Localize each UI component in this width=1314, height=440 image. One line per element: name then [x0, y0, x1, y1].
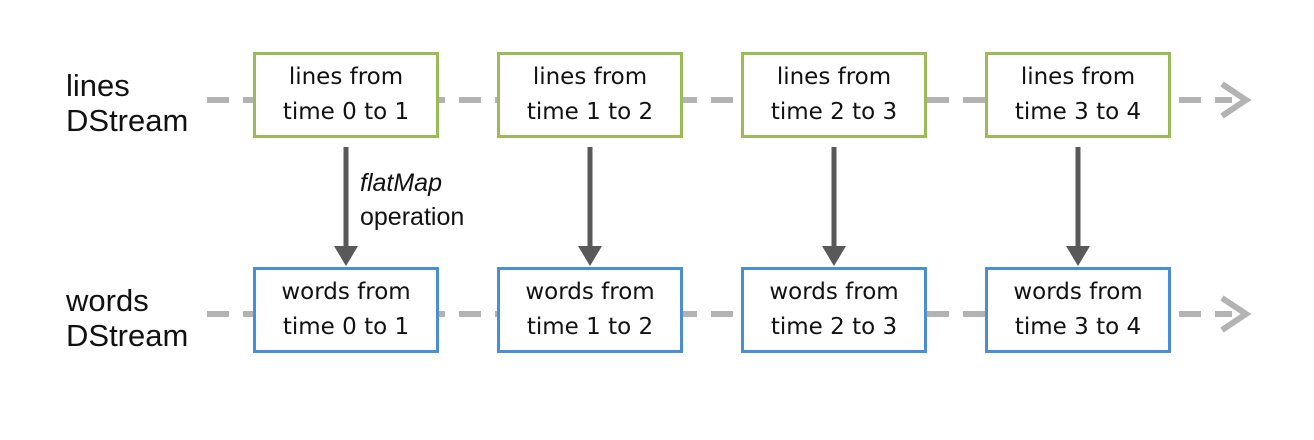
operation-name: flatMap — [360, 169, 442, 197]
lines-batch-1-line1: lines from — [532, 64, 648, 90]
words-label-line1: words — [66, 283, 149, 318]
lines-batch-0-line2: time 0 to 1 — [282, 99, 410, 125]
words-label-line2: DStream — [66, 318, 189, 353]
transform-arrow-0 — [334, 147, 358, 266]
words-batch-3: words from time 3 to 4 — [985, 267, 1171, 353]
lines-batch-2-line1: lines from — [776, 64, 892, 90]
lines-label-line2: DStream — [66, 103, 189, 138]
lines-batch-3: lines from time 3 to 4 — [985, 52, 1171, 138]
words-batch-1-line2: time 1 to 2 — [526, 314, 654, 340]
words-batch-3-line1: words from — [1013, 279, 1143, 305]
lines-dstream-label: lines DStream — [66, 68, 188, 138]
words-batch-0: words from time 0 to 1 — [253, 267, 439, 353]
flatmap-operation-label: flatMap operation — [360, 166, 464, 234]
words-batch-0-line2: time 0 to 1 — [282, 314, 410, 340]
words-batch-1: words from time 1 to 2 — [497, 267, 683, 353]
lines-label-line1: lines — [66, 68, 130, 103]
operation-suffix: operation — [360, 203, 465, 231]
words-batch-2-line1: words from — [769, 279, 899, 305]
transform-arrow-1 — [578, 147, 602, 266]
lines-batch-0: lines from time 0 to 1 — [253, 52, 439, 138]
lines-timeline-arrowhead — [1220, 81, 1252, 119]
lines-batch-3-line2: time 3 to 4 — [1014, 99, 1142, 125]
lines-batch-0-line1: lines from — [288, 64, 404, 90]
words-batch-2-line2: time 2 to 3 — [770, 314, 898, 340]
words-dstream-label: words DStream — [66, 283, 188, 353]
lines-batch-1-line2: time 1 to 2 — [526, 99, 654, 125]
words-batch-2: words from time 2 to 3 — [741, 267, 927, 353]
lines-batch-2-line2: time 2 to 3 — [770, 99, 898, 125]
transform-arrow-3 — [1066, 147, 1090, 266]
lines-batch-1: lines from time 1 to 2 — [497, 52, 683, 138]
transform-arrow-2 — [822, 147, 846, 266]
lines-batch-2: lines from time 2 to 3 — [741, 52, 927, 138]
words-batch-1-line1: words from — [525, 279, 655, 305]
words-batch-0-line1: words from — [281, 279, 411, 305]
lines-batch-3-line1: lines from — [1020, 64, 1136, 90]
words-batch-3-line2: time 3 to 4 — [1014, 314, 1142, 340]
words-timeline-arrowhead — [1220, 295, 1252, 333]
